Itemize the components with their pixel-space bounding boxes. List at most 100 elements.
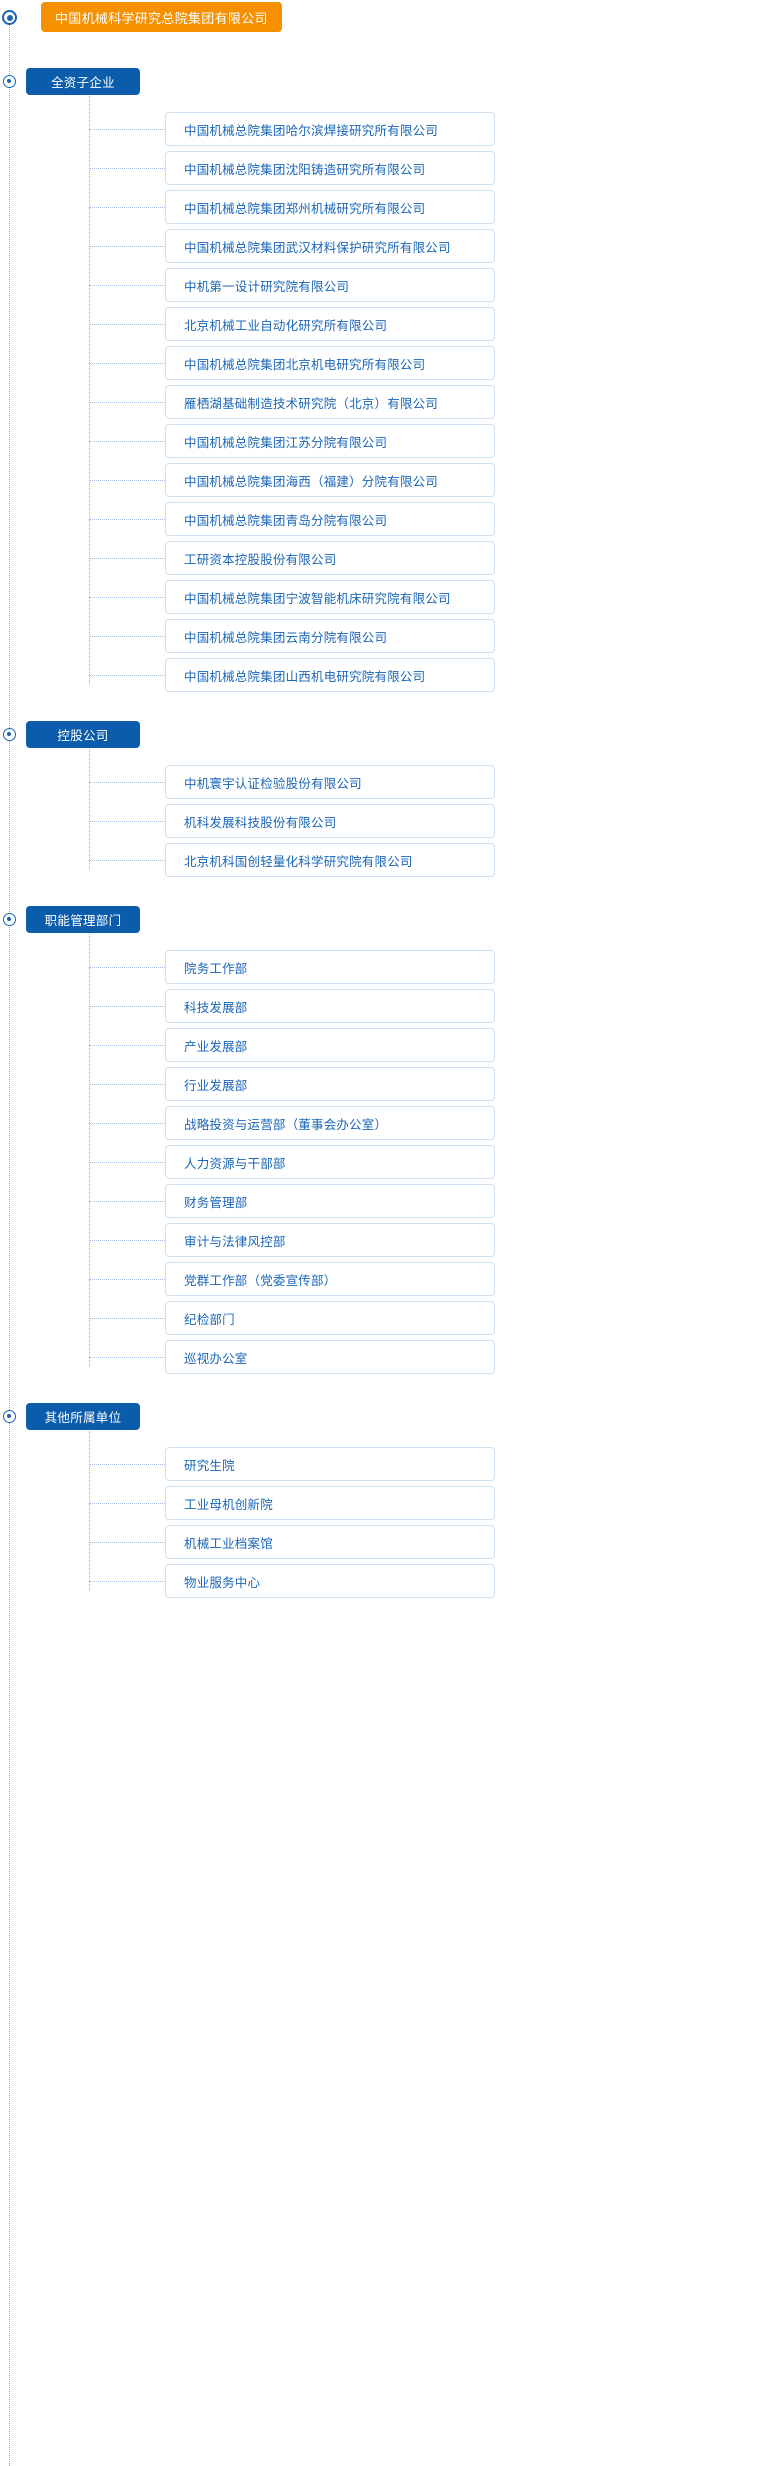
root-node[interactable]: 中国机械科学研究总院集团有限公司 xyxy=(41,2,282,32)
connector-line xyxy=(89,860,165,861)
connector-line xyxy=(89,1542,165,1543)
connector-line xyxy=(89,207,165,208)
category-bullet-icon xyxy=(3,75,16,88)
list-item: 工研资本控股股份有限公司 xyxy=(0,539,779,578)
org-unit-box[interactable]: 审计与法律风控部 xyxy=(165,1223,495,1257)
list-item: 机科发展科技股份有限公司 xyxy=(0,802,779,841)
list-item: 审计与法律风控部 xyxy=(0,1221,779,1260)
org-unit-box[interactable]: 北京机科国创轻量化科学研究院有限公司 xyxy=(165,843,495,877)
connector-line xyxy=(89,285,165,286)
connector-line xyxy=(89,129,165,130)
org-unit-box[interactable]: 中机第一设计研究院有限公司 xyxy=(165,268,495,302)
section-header: 职能管理部门 xyxy=(0,900,779,948)
org-unit-box[interactable]: 党群工作部（党委宣传部） xyxy=(165,1262,495,1296)
org-unit-box[interactable]: 中国机械总院集团郑州机械研究所有限公司 xyxy=(165,190,495,224)
org-unit-box[interactable]: 中国机械总院集团北京机电研究所有限公司 xyxy=(165,346,495,380)
org-unit-box[interactable]: 工业母机创新院 xyxy=(165,1486,495,1520)
org-unit-box[interactable]: 工研资本控股股份有限公司 xyxy=(165,541,495,575)
list-item: 巡视办公室 xyxy=(0,1338,779,1377)
list-item: 人力资源与干部部 xyxy=(0,1143,779,1182)
category-node[interactable]: 控股公司 xyxy=(26,721,140,748)
org-unit-box[interactable]: 行业发展部 xyxy=(165,1067,495,1101)
org-unit-box[interactable]: 中国机械总院集团山西机电研究院有限公司 xyxy=(165,658,495,692)
connector-line xyxy=(89,782,165,783)
list-item: 行业发展部 xyxy=(0,1065,779,1104)
root-vertical-line xyxy=(9,22,10,2466)
section-header: 控股公司 xyxy=(0,715,779,763)
org-unit-box[interactable]: 中国机械总院集团哈尔滨焊接研究所有限公司 xyxy=(165,112,495,146)
connector-line xyxy=(89,1006,165,1007)
root-row: 中国机械科学研究总院集团有限公司 xyxy=(0,0,779,42)
org-unit-box[interactable]: 纪检部门 xyxy=(165,1301,495,1335)
list-item: 财务管理部 xyxy=(0,1182,779,1221)
children-list: 中机寰宇认证检验股份有限公司机科发展科技股份有限公司北京机科国创轻量化科学研究院… xyxy=(0,749,779,900)
org-unit-box[interactable]: 物业服务中心 xyxy=(165,1564,495,1598)
category-bullet-icon xyxy=(3,1410,16,1423)
org-section: 其他所属单位研究生院工业母机创新院机械工业档案馆物业服务中心 xyxy=(0,1397,779,1621)
org-unit-box[interactable]: 中国机械总院集团江苏分院有限公司 xyxy=(165,424,495,458)
connector-line xyxy=(89,168,165,169)
org-unit-box[interactable]: 中国机械总院集团宁波智能机床研究院有限公司 xyxy=(165,580,495,614)
org-unit-box[interactable]: 财务管理部 xyxy=(165,1184,495,1218)
category-bullet-icon xyxy=(3,728,16,741)
org-unit-box[interactable]: 战略投资与运营部（董事会办公室） xyxy=(165,1106,495,1140)
connector-line xyxy=(89,597,165,598)
connector-line xyxy=(89,1084,165,1085)
list-item: 中国机械总院集团郑州机械研究所有限公司 xyxy=(0,188,779,227)
section-header: 全资子企业 xyxy=(0,62,779,110)
org-unit-box[interactable]: 巡视办公室 xyxy=(165,1340,495,1374)
org-unit-box[interactable]: 中国机械总院集团海西（福建）分院有限公司 xyxy=(165,463,495,497)
category-node[interactable]: 职能管理部门 xyxy=(26,906,140,933)
connector-line xyxy=(89,1318,165,1319)
org-unit-box[interactable]: 中国机械总院集团云南分院有限公司 xyxy=(165,619,495,653)
list-item: 中国机械总院集团哈尔滨焊接研究所有限公司 xyxy=(0,110,779,149)
category-node[interactable]: 全资子企业 xyxy=(26,68,140,95)
list-item: 雁栖湖基础制造技术研究院（北京）有限公司 xyxy=(0,383,779,422)
connector-line xyxy=(89,1357,165,1358)
section-header: 其他所属单位 xyxy=(0,1397,779,1445)
list-item: 中机寰宇认证检验股份有限公司 xyxy=(0,763,779,802)
connector-line xyxy=(89,1464,165,1465)
org-section: 职能管理部门院务工作部科技发展部产业发展部行业发展部战略投资与运营部（董事会办公… xyxy=(0,900,779,1397)
org-unit-box[interactable]: 产业发展部 xyxy=(165,1028,495,1062)
list-item: 院务工作部 xyxy=(0,948,779,987)
org-unit-box[interactable]: 中国机械总院集团沈阳铸造研究所有限公司 xyxy=(165,151,495,185)
org-unit-box[interactable]: 机科发展科技股份有限公司 xyxy=(165,804,495,838)
org-unit-box[interactable]: 人力资源与干部部 xyxy=(165,1145,495,1179)
list-item: 中国机械总院集团武汉材料保护研究所有限公司 xyxy=(0,227,779,266)
connector-line xyxy=(89,821,165,822)
children-list: 中国机械总院集团哈尔滨焊接研究所有限公司中国机械总院集团沈阳铸造研究所有限公司中… xyxy=(0,96,779,715)
connector-line xyxy=(89,363,165,364)
org-unit-box[interactable]: 研究生院 xyxy=(165,1447,495,1481)
connector-line xyxy=(89,246,165,247)
children-list: 研究生院工业母机创新院机械工业档案馆物业服务中心 xyxy=(0,1431,779,1621)
org-unit-box[interactable]: 中国机械总院集团青岛分院有限公司 xyxy=(165,502,495,536)
connector-line xyxy=(89,1240,165,1241)
connector-line xyxy=(89,675,165,676)
org-unit-box[interactable]: 雁栖湖基础制造技术研究院（北京）有限公司 xyxy=(165,385,495,419)
connector-line xyxy=(89,1162,165,1163)
connector-line xyxy=(89,967,165,968)
org-unit-box[interactable]: 院务工作部 xyxy=(165,950,495,984)
list-item: 研究生院 xyxy=(0,1445,779,1484)
org-unit-box[interactable]: 中机寰宇认证检验股份有限公司 xyxy=(165,765,495,799)
connector-line xyxy=(89,1201,165,1202)
org-unit-box[interactable]: 科技发展部 xyxy=(165,989,495,1023)
list-item: 物业服务中心 xyxy=(0,1562,779,1601)
children-vertical-line xyxy=(89,96,90,685)
list-item: 机械工业档案馆 xyxy=(0,1523,779,1562)
connector-line xyxy=(89,324,165,325)
list-item: 中国机械总院集团青岛分院有限公司 xyxy=(0,500,779,539)
children-vertical-line xyxy=(89,1431,90,1591)
list-item: 中国机械总院集团海西（福建）分院有限公司 xyxy=(0,461,779,500)
list-item: 科技发展部 xyxy=(0,987,779,1026)
list-item: 纪检部门 xyxy=(0,1299,779,1338)
category-node[interactable]: 其他所属单位 xyxy=(26,1403,140,1430)
connector-line xyxy=(89,402,165,403)
children-list: 院务工作部科技发展部产业发展部行业发展部战略投资与运营部（董事会办公室） 人力资源… xyxy=(0,934,779,1397)
org-unit-box[interactable]: 中国机械总院集团武汉材料保护研究所有限公司 xyxy=(165,229,495,263)
org-unit-box[interactable]: 机械工业档案馆 xyxy=(165,1525,495,1559)
children-vertical-line xyxy=(89,749,90,870)
org-unit-box[interactable]: 北京机械工业自动化研究所有限公司 xyxy=(165,307,495,341)
